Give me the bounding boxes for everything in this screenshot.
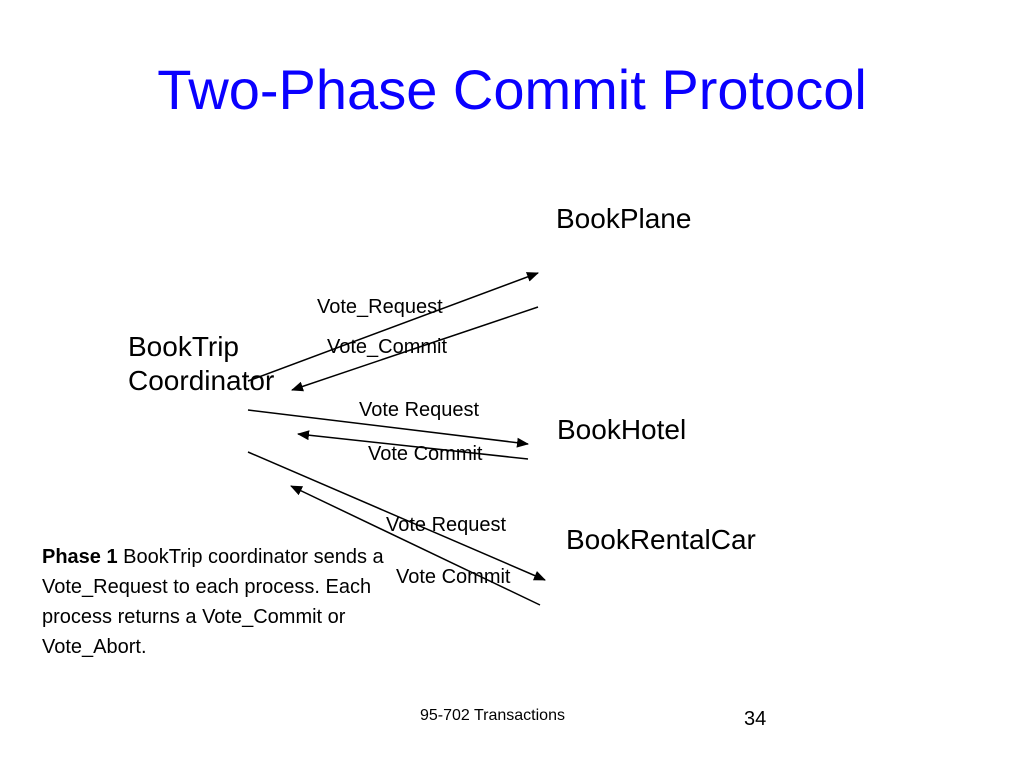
label-plane-vote-request: Vote_Request <box>317 296 443 318</box>
page-number: 34 <box>744 708 767 730</box>
slide-title: Two-Phase Commit Protocol <box>157 58 867 121</box>
label-car-vote-request: Vote Request <box>386 514 507 536</box>
arrow-plane-request <box>247 272 539 382</box>
label-car-vote-commit: Vote Commit <box>396 566 511 588</box>
bookhotel-node: BookHotel <box>557 414 687 445</box>
arrow-hotel-commit <box>297 430 529 460</box>
arrow-car-request <box>247 451 546 581</box>
footer-course: 95-702 Transactions <box>420 707 565 724</box>
bookrentalcar-node: BookRentalCar <box>566 524 756 555</box>
phase1-note-text: BookTrip coordinator sends a Vote_Reques… <box>42 546 384 658</box>
label-hotel-vote-request: Vote Request <box>359 399 480 421</box>
arrow-hotel-request <box>247 409 529 448</box>
label-hotel-vote-commit: Vote Commit <box>368 443 483 465</box>
bookplane-node: BookPlane <box>556 203 692 234</box>
label-plane-vote-commit: Vote_Commit <box>327 336 448 358</box>
coordinator-label-line1: BookTrip <box>128 331 240 362</box>
phase1-note-heading: Phase 1 <box>42 546 118 568</box>
arrow-plane-commit <box>291 306 539 392</box>
arrow-car-commit <box>290 485 541 606</box>
phase1-note: Phase 1 BookTrip coordinator sends a Vot… <box>42 542 402 662</box>
